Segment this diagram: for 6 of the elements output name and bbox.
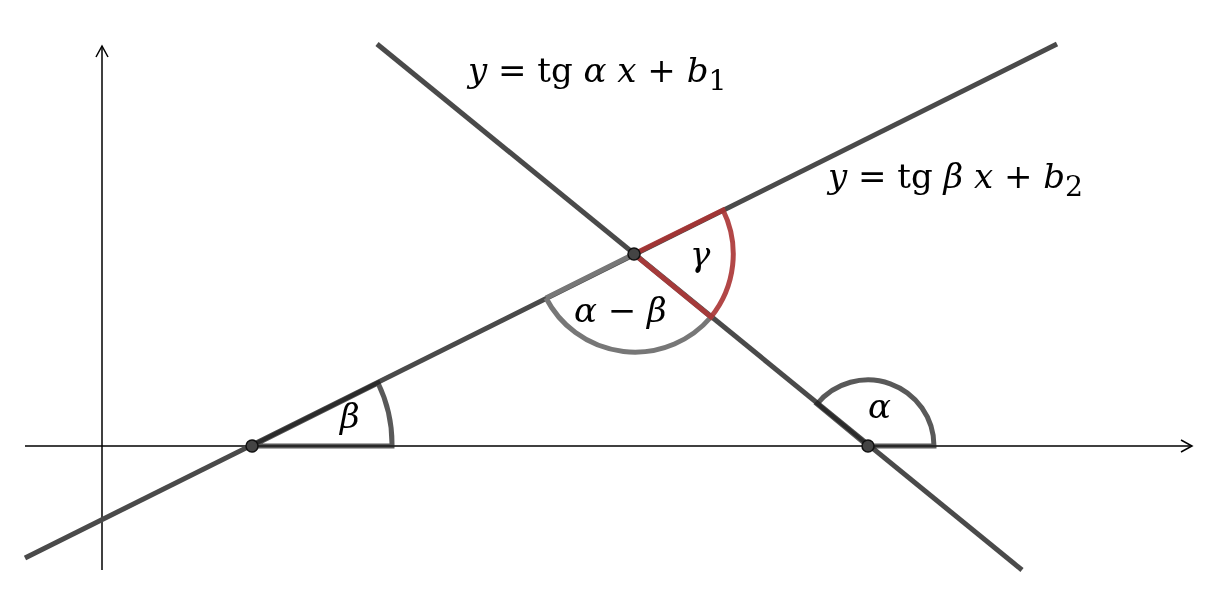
angle-label: α bbox=[868, 388, 891, 426]
angle-label: β bbox=[340, 398, 360, 436]
equation-label: y = tg β x + b$_{2}$ bbox=[828, 158, 1084, 202]
angle-label: γ bbox=[690, 236, 711, 274]
angle-label: α − β bbox=[574, 292, 667, 330]
equation-label: y = tg α x + b$_{1}$ bbox=[468, 52, 727, 96]
